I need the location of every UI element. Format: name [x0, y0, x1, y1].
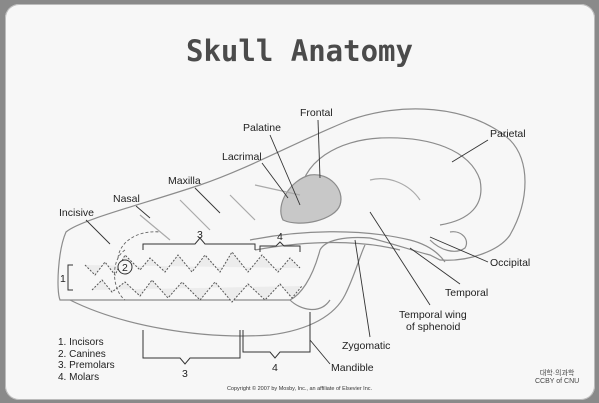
label-frontal: Frontal: [300, 107, 333, 119]
label-tooth-2: 2: [122, 262, 128, 274]
label-incisive: Incisive: [59, 207, 94, 219]
upper-teeth: [85, 252, 300, 275]
label-parietal: Parietal: [490, 128, 526, 140]
label-tooth-4-upper: 4: [277, 231, 283, 243]
stamp-line-2: CCBY of CNU: [535, 378, 579, 386]
label-tooth-1: 1: [60, 273, 66, 285]
institution-stamp: 대학·의과학 CCBY of CNU: [535, 370, 579, 386]
stamp-line-1: 대학·의과학: [535, 370, 579, 378]
bracket-lower-4: [243, 312, 310, 358]
tooth-legend: 1. Incisors 2. Canines 3. Premolars 4. M…: [58, 337, 115, 383]
bracket-incisor: [68, 265, 73, 290]
label-maxilla: Maxilla: [168, 175, 201, 187]
label-zygomatic: Zygomatic: [342, 340, 390, 352]
label-temporal-wing-2: of sphenoid: [406, 321, 460, 333]
label-tooth-4-lower: 4: [272, 362, 278, 374]
label-nasal: Nasal: [113, 193, 140, 205]
legend-item: 1. Incisors: [58, 337, 115, 349]
label-lacrimal: Lacrimal: [222, 151, 262, 163]
bracket-upper-4: [260, 242, 300, 252]
label-tooth-3-upper: 3: [197, 229, 203, 241]
label-mandible: Mandible: [331, 362, 374, 374]
legend-item: 2. Canines: [58, 349, 115, 361]
label-temporal: Temporal: [445, 287, 488, 299]
label-occipital: Occipital: [490, 257, 530, 269]
lower-teeth: [92, 280, 302, 302]
legend-item: 4. Molars: [58, 372, 115, 384]
copyright-notice: Copyright © 2007 by Mosby, Inc., an affi…: [0, 386, 599, 392]
label-palatine: Palatine: [243, 122, 281, 134]
label-tooth-3-lower: 3: [182, 368, 188, 380]
label-temporal-wing-1: Temporal wing: [399, 309, 467, 321]
legend-item: 3. Premolars: [58, 360, 115, 372]
